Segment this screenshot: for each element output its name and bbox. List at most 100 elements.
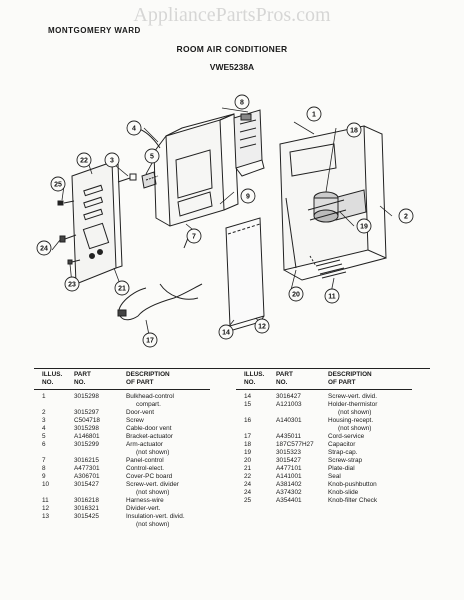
illus-no-cell: 14 xyxy=(244,393,252,400)
description-cell: Seal xyxy=(328,473,341,480)
exploded-parts-diagram: 1 2 3 4 5 7 8 9 11 12 14 17 18 19 20 21 … xyxy=(36,94,414,348)
part-no-cell: 3016321 xyxy=(74,505,99,512)
callout-18: 18 xyxy=(350,128,358,135)
illus-no-cell: 15 xyxy=(244,401,252,408)
callout-3: 3 xyxy=(110,158,114,165)
callout-7: 7 xyxy=(192,234,196,241)
desc-header-line2: OF PART xyxy=(126,379,154,386)
description-cell: Plate-dial xyxy=(328,465,355,472)
description-cell: Divider-vert. xyxy=(126,505,161,512)
description-note-cell: (not shown) xyxy=(338,409,372,416)
part-header-line2: NO. xyxy=(74,379,86,386)
part-no-cell: 3016215 xyxy=(74,457,99,464)
callout-22: 22 xyxy=(80,158,88,165)
control-panel-drawing xyxy=(71,161,123,285)
callout-1: 1 xyxy=(312,112,316,119)
callout-14: 14 xyxy=(222,330,230,337)
description-cell: Bracket-actuator xyxy=(126,433,173,440)
illus-no-cell: 20 xyxy=(244,457,252,464)
control-board-drawing xyxy=(233,109,265,177)
description-cell: Screw-vert. divid. xyxy=(328,393,378,400)
part-no-cell: 3016427 xyxy=(276,393,301,400)
illus-no-cell: 5 xyxy=(42,433,46,440)
callout-2: 2 xyxy=(404,214,408,221)
illus-no-cell xyxy=(34,521,74,529)
divider-drawing xyxy=(224,217,265,333)
callout-23: 23 xyxy=(68,282,76,289)
parts-table-right: ILLUS. NO. PART NO. DESCRIPTION OF PART … xyxy=(236,371,430,505)
watermark: AppliancePartsPros.com xyxy=(133,4,331,26)
illus-no-cell: 9 xyxy=(42,473,46,480)
part-no-cell: A141001 xyxy=(276,473,302,480)
part-no-cell: A306701 xyxy=(74,473,100,480)
table-row: (not shown) xyxy=(236,409,430,417)
callout-24: 24 xyxy=(40,246,48,253)
description-cell: Bulkhead-control xyxy=(126,393,174,400)
part-no-cell: 3015298 xyxy=(74,425,99,432)
description-cell: Control-elect. xyxy=(126,465,165,472)
col-desc-header: DESCRIPTION OF PART xyxy=(328,371,430,387)
part-no-cell xyxy=(74,521,126,529)
callout-21: 21 xyxy=(118,286,126,293)
description-note-cell: (not shown) xyxy=(338,425,372,432)
illus-no-cell: 22 xyxy=(244,473,252,480)
part-no-cell: A146801 xyxy=(74,433,100,440)
brand-header: MONTGOMERY WARD xyxy=(48,26,141,35)
callout-11: 11 xyxy=(328,294,336,301)
page-title: ROOM AIR CONDITIONER xyxy=(176,44,288,54)
description-cell: Insulation-vert. divid. xyxy=(126,513,185,520)
description-cell: Holder-thermistor xyxy=(328,401,378,408)
description-note-cell: (not shown) xyxy=(136,489,170,496)
illus-no-cell: 10 xyxy=(42,481,50,488)
table-row: 7 3016215 Panel-control xyxy=(34,457,228,465)
illus-no-cell: 11 xyxy=(42,497,49,504)
col-part-header: PART NO. xyxy=(276,371,328,387)
part-no-cell: A477301 xyxy=(74,465,100,472)
model-number: VWE5238A xyxy=(209,62,255,72)
illus-no-cell xyxy=(236,425,276,433)
illus-header-line1: ILLUS. xyxy=(244,371,265,378)
illus-no-cell xyxy=(34,401,74,409)
illus-no-cell: 7 xyxy=(42,457,46,464)
part-no-cell: A477101 xyxy=(276,465,302,472)
description-cell: Strap-cap. xyxy=(328,449,358,456)
description-note-cell: compart. xyxy=(136,401,161,408)
description-note-cell: (not shown) xyxy=(136,521,170,528)
illus-no-cell: 4 xyxy=(42,425,46,432)
part-no-cell: A435011 xyxy=(276,433,302,440)
illus-no-cell: 16 xyxy=(244,417,252,424)
illus-no-cell: 21 xyxy=(244,465,252,472)
part-no-cell: A354401 xyxy=(276,497,302,504)
description-cell: Capacitor xyxy=(328,441,356,448)
part-header-line1: PART xyxy=(276,371,293,378)
description-cell: Panel-control xyxy=(126,457,164,464)
description-cell: Cover-PC board xyxy=(126,473,173,480)
description-cell: Housing-recept. xyxy=(328,417,374,424)
part-no-cell: A381402 xyxy=(276,481,302,488)
table-row: compart. xyxy=(34,401,228,409)
desc-header-line2: OF PART xyxy=(328,379,356,386)
illus-no-cell: 2 xyxy=(42,409,46,416)
illus-no-cell: 13 xyxy=(42,513,50,520)
illus-no-cell: 1 xyxy=(42,393,46,400)
table-row: (not shown) xyxy=(34,449,228,457)
part-no-cell: C504718 xyxy=(74,417,100,424)
desc-header-line1: DESCRIPTION xyxy=(328,371,372,378)
callout-17: 17 xyxy=(146,338,154,345)
table-row: 14 3016427 Screw-vert. divid. xyxy=(236,393,430,401)
